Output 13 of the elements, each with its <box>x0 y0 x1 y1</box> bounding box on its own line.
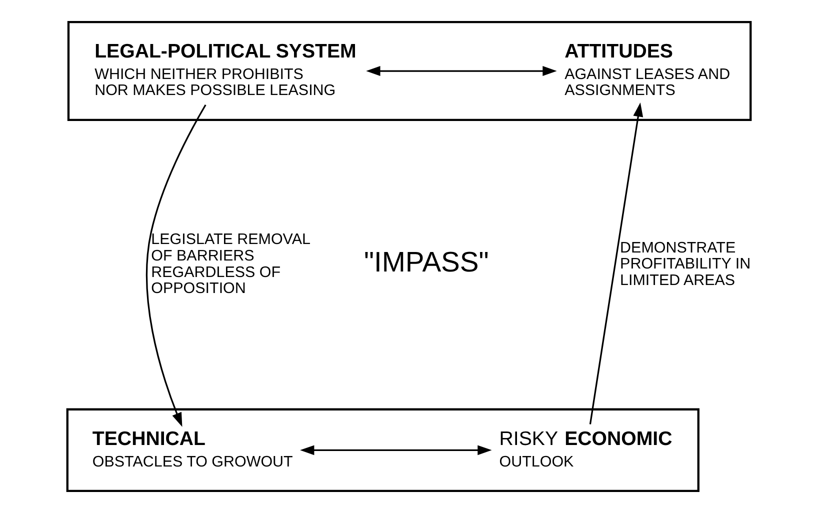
arrow <box>300 444 492 455</box>
node-text: ATTITUDES AGAINST LEASES AND ASSIGNMENTS <box>564 40 730 99</box>
edge-label: DEMONSTRATE PROFITABILITY IN LIMITED AREAS <box>620 238 751 289</box>
label: "IMPASS" <box>364 245 489 278</box>
edge-label: LEGISLATE REMOVAL OF BARRIERS REGARDLESS OF OPPOSITION <box>151 230 310 297</box>
node-text: RISKY ECONOMIC OUTLOOK <box>499 428 672 470</box>
cluster <box>66 408 700 492</box>
arrow <box>146 104 206 426</box>
cluster <box>67 20 752 121</box>
node-text: TECHNICAL OBSTACLES TO GROWOUT <box>92 428 293 470</box>
arrow <box>589 102 644 424</box>
arrow <box>366 66 557 76</box>
node-text: LEGAL-POLITICAL SYSTEM WHICH NEITHER PROHIBITS NOR MAKES POSSIBLE LEASING <box>94 40 356 99</box>
